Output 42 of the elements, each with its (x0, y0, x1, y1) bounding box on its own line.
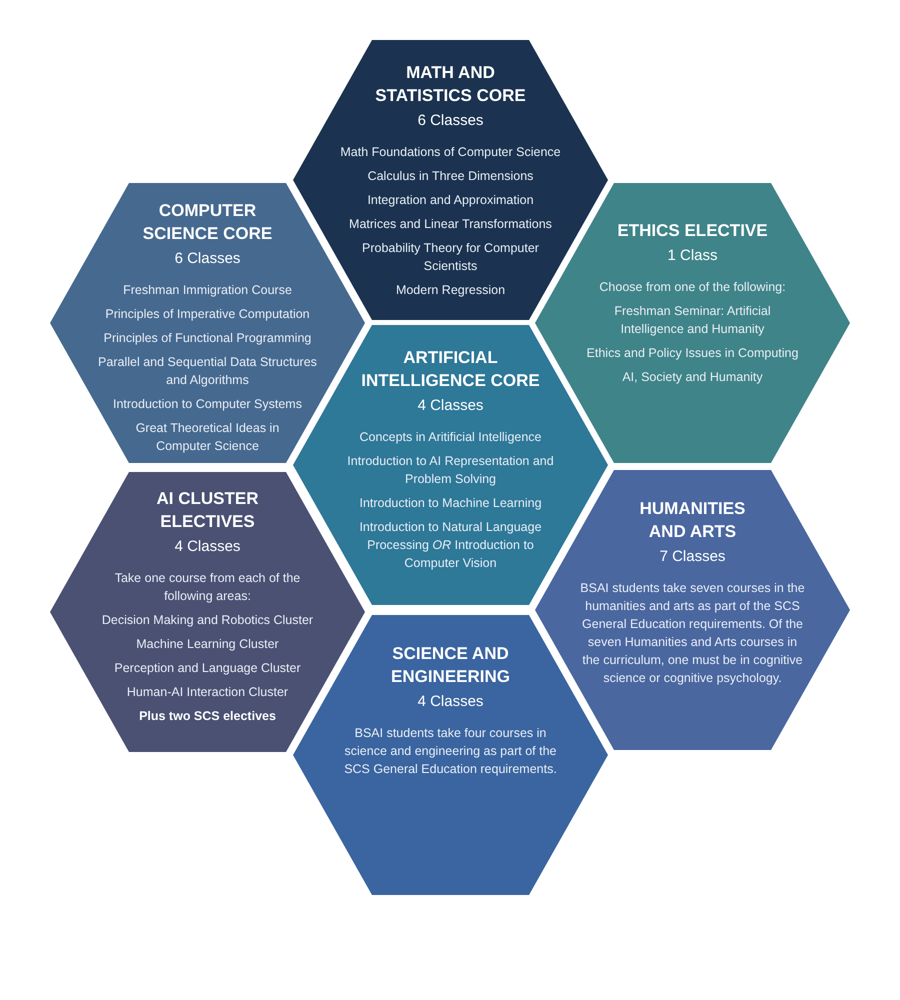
class-count: 4 Classes (418, 692, 484, 712)
course-text: Probability Theory for Computer Scientists (361, 240, 540, 275)
class-count: 6 Classes (418, 111, 484, 131)
course-text: Concepts in Aritificial Intelligence (359, 429, 542, 446)
instruction-text: Choose from one of the following: (599, 279, 786, 296)
course-text: Introduction to AI Representation and Problem Solving (346, 453, 555, 488)
course-text: Perception and Language Cluster (114, 660, 301, 677)
section-title: MATH AND STATISTICS CORE (374, 62, 527, 107)
section-title: COMPUTER SCIENCE CORE (142, 200, 274, 245)
class-count: 6 Classes (174, 249, 240, 269)
description-text: BSAI students take seven courses in the humanities and arts as part of the SCS General Education requirements. Of the seven Humanities and Arts courses in the curriculum, one must be in cognitive science or cognitive psychology. (579, 580, 806, 687)
course-text: Human-AI Interaction Cluster (126, 684, 288, 701)
course-text: Introduction to Machine Learning (359, 495, 542, 512)
class-count: 1 Class (667, 246, 718, 266)
section-title: HUMANITIES AND ARTS (638, 498, 746, 543)
course-text: Math Foundations of Computer Science (340, 144, 561, 161)
course-text: Calculus in Three Dimensions (368, 168, 534, 185)
instruction-text: Take one course from each of the following areas: (114, 570, 302, 605)
class-count: 4 Classes (418, 396, 484, 416)
description-text: BSAI students take four courses in science and engineering as part of the SCS General Education requirements. (343, 725, 558, 778)
section-title: ETHICS ELECTIVE (617, 220, 768, 242)
course-text: Decision Making and Robotics Cluster (102, 612, 314, 629)
course-text: Matrices and Linear Transformations (349, 216, 552, 233)
section-title: ARTIFICIAL INTELLIGENCE CORE (360, 347, 541, 392)
course-text: Great Theoretical Ideas in Computer Science (134, 420, 280, 455)
course-text: Principles of Imperative Computation (105, 306, 310, 323)
course-text: Principles of Functional Programming (104, 330, 312, 347)
class-count: 4 Classes (174, 537, 240, 557)
course-text: Modern Regression (396, 282, 506, 299)
course-text: Freshman Seminar: Artificial Intelligence and Humanity (613, 303, 772, 338)
section-title: AI CLUSTER ELECTIVES (156, 488, 260, 533)
section-title: SCIENCE AND ENGINEERING (390, 643, 512, 688)
course-text: Machine Learning Cluster (136, 636, 279, 653)
course-text: Integration and Approximation (367, 192, 534, 209)
course-text: Introduction to Computer Systems (113, 396, 302, 413)
course-text: Parallel and Sequential Data Structures and Algorithms (97, 354, 318, 389)
course-text: Introduction to Natural Language Processing OR Introduction to Computer Vision (358, 519, 543, 572)
course-text: Freshman Immigration Course (123, 282, 292, 299)
course-text: Ethics and Policy Issues in Computing (586, 345, 798, 362)
course-text: AI, Society and Humanity (622, 369, 763, 386)
class-count: 7 Classes (660, 547, 726, 567)
course-text: Plus two SCS electives (139, 708, 276, 725)
